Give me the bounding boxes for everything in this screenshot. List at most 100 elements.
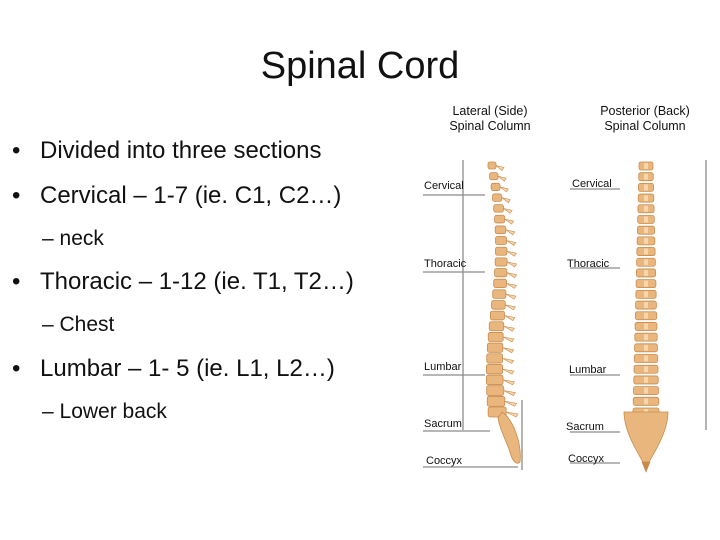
lateral-vertebra — [486, 385, 505, 396]
posterior-spinous-process — [644, 366, 648, 373]
lateral-spinous-process — [503, 325, 515, 332]
posterior-label-thoracic: Thoracic — [567, 258, 610, 270]
lateral-vertebra — [486, 353, 503, 364]
posterior-label-cervical: Cervical — [572, 178, 612, 190]
posterior-spinous-process — [644, 163, 648, 169]
lateral-vertebra — [487, 161, 497, 170]
lateral-vertebra — [487, 332, 504, 342]
slide-title: Spinal Cord — [260, 45, 460, 87]
lateral-spinous-process — [505, 229, 516, 236]
lateral-vertebra — [485, 374, 504, 386]
bullet-marker: • — [12, 182, 21, 209]
sub-bullet-item: – Lower back — [42, 400, 167, 423]
lateral-spinous-process — [504, 400, 518, 407]
lateral-vertebra — [492, 289, 507, 299]
posterior-spinous-process — [644, 248, 648, 255]
lateral-spinous-process — [502, 347, 515, 354]
posterior-coccyx — [641, 461, 651, 473]
lateral-vertebra — [489, 172, 499, 181]
lateral-label-coccyx: Coccyx — [426, 455, 463, 467]
lateral-label-cervical: Cervical — [424, 180, 464, 192]
lateral-spinous-process — [503, 390, 516, 396]
posterior-spinous-process — [644, 398, 648, 405]
posterior-spinous-process — [644, 355, 648, 362]
lateral-spinous-process — [501, 197, 511, 204]
lateral-label-lumbar: Lumbar — [424, 361, 462, 373]
posterior-heading-line2: Spinal Column — [604, 119, 686, 133]
lateral-vertebra — [489, 310, 505, 321]
lateral-label-thoracic: Thoracic — [424, 258, 467, 270]
posterior-spinous-process — [644, 184, 648, 191]
lateral-spinous-process — [497, 175, 507, 182]
sub-bullet-item: – Chest — [42, 313, 115, 336]
lateral-label-sacrum: Sacrum — [424, 418, 462, 430]
posterior-spinous-process — [644, 291, 648, 298]
lateral-vertebra — [493, 278, 507, 289]
posterior-sacrum — [623, 411, 669, 463]
posterior-spinous-process — [644, 173, 648, 180]
bullet-marker: • — [12, 355, 21, 382]
lateral-spinous-process — [506, 283, 517, 289]
lateral-spinous-process — [499, 186, 509, 193]
lateral-spinous-process — [506, 261, 518, 268]
posterior-spinous-process — [644, 344, 648, 351]
bullet-text: Divided into three sections — [40, 137, 322, 164]
posterior-spinous-process — [644, 269, 648, 276]
bullet-marker: • — [12, 268, 21, 295]
lateral-vertebra — [488, 321, 505, 332]
posterior-label-sacrum: Sacrum — [566, 421, 604, 433]
bullet-text: Cervical – 1-7 (ie. C1, C2…) — [40, 182, 342, 209]
lateral-spinous-process — [505, 304, 516, 311]
lateral-spinous-process — [495, 165, 505, 171]
posterior-spinous-process — [644, 376, 648, 383]
lateral-spinous-process — [506, 411, 519, 418]
bullet-list: • Divided into three sections • Cervical –… — [12, 136, 354, 423]
lateral-spinous-process — [502, 358, 515, 364]
posterior-spinous-process — [644, 334, 648, 341]
lateral-spinous-process — [504, 218, 515, 225]
posterior-spinous-process — [644, 280, 648, 287]
bullet-item: • Divided into three sections — [12, 136, 321, 166]
lateral-vertebra — [494, 225, 507, 235]
lateral-vertebra — [491, 300, 506, 310]
lateral-sacrum — [497, 411, 521, 464]
lateral-vertebra — [494, 268, 508, 278]
lateral-vertebra — [490, 182, 501, 191]
lateral-vertebra — [493, 204, 504, 213]
posterior-spinous-process — [644, 227, 648, 234]
lateral-spinous-process — [506, 272, 518, 279]
posterior-label-lumbar: Lumbar — [569, 364, 607, 376]
lateral-spinous-process — [505, 293, 517, 300]
posterior-spinous-process — [644, 312, 648, 319]
bullet-text: Thoracic – 1-12 (ie. T1, T2…) — [40, 268, 354, 295]
posterior-spinous-process — [644, 302, 648, 309]
lateral-spinous-process — [503, 208, 513, 214]
lateral-heading-line2: Spinal Column — [449, 119, 531, 133]
bullet-marker: • — [12, 137, 21, 164]
posterior-spinous-process — [644, 216, 648, 223]
bullet-text: Lumbar – 1- 5 (ie. L1, L2…) — [40, 355, 335, 382]
bullet-item: • Cervical – 1-7 (ie. C1, C2…) — [12, 181, 341, 211]
posterior-heading: Posterior (Back) Spinal Column — [580, 104, 710, 134]
posterior-heading-line1: Posterior (Back) — [600, 104, 690, 118]
lateral-vertebra — [494, 257, 508, 267]
bullet-item: • Thoracic – 1-12 (ie. T1, T2…) — [12, 267, 354, 297]
sub-bullet-item: – neck — [42, 227, 104, 250]
lateral-spinous-process — [502, 368, 515, 375]
lateral-vertebra — [492, 193, 503, 202]
posterior-spinous-process — [644, 237, 648, 244]
spinal-column-figure: Lateral (Side) Spinal Column Posterior (… — [410, 100, 710, 480]
lateral-spine-drawing — [485, 161, 521, 464]
lateral-heading-line1: Lateral (Side) — [452, 104, 528, 118]
posterior-label-coccyx: Coccyx — [568, 453, 605, 465]
lateral-spinous-process — [506, 250, 517, 257]
lateral-vertebra — [495, 246, 508, 256]
spine-illustration — [423, 160, 707, 473]
lateral-heading: Lateral (Side) Spinal Column — [430, 104, 550, 134]
posterior-spinous-process — [644, 195, 648, 202]
lateral-spinous-process — [506, 240, 517, 246]
lateral-spinous-process — [503, 336, 515, 343]
lateral-vertebra — [486, 342, 504, 353]
bullet-item: • Lumbar – 1- 5 (ie. L1, L2…) — [12, 354, 335, 384]
